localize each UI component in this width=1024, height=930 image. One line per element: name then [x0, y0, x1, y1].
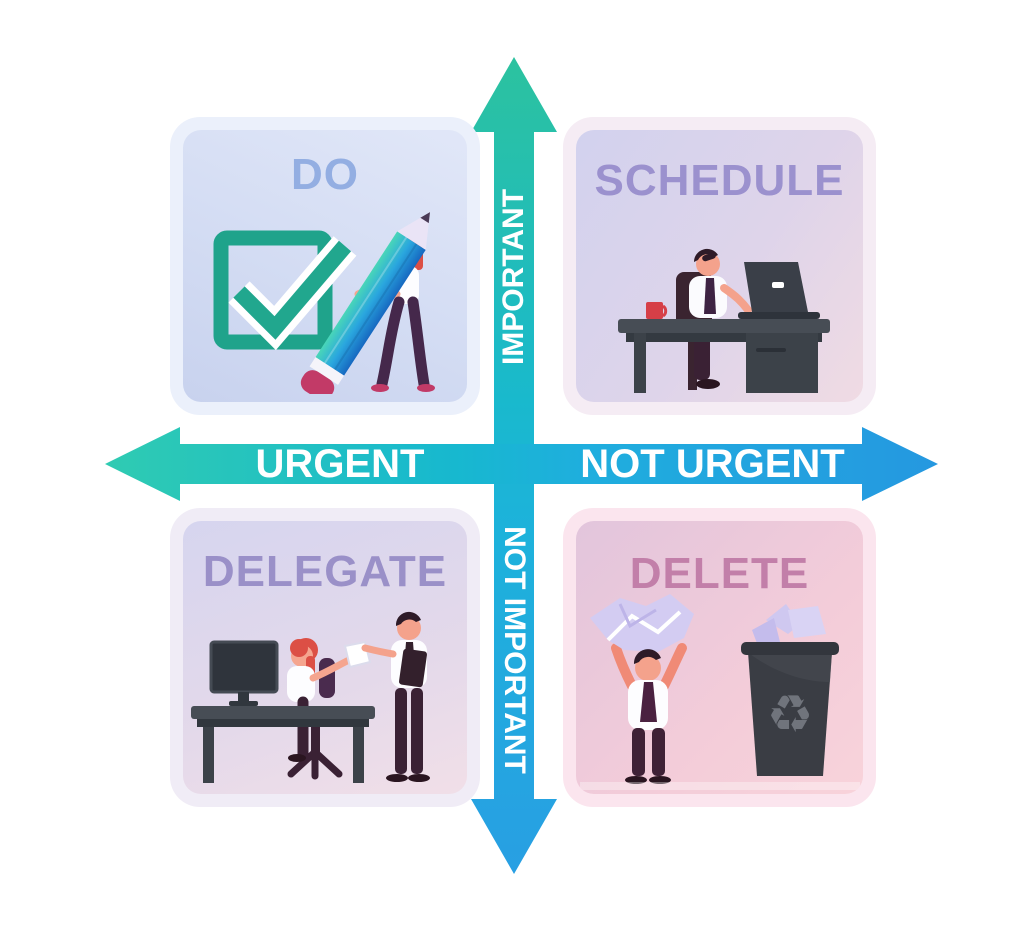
quadrant-delete-title: DELETE	[629, 549, 810, 598]
desk-icon	[617, 319, 830, 393]
quadrant-do-panel: DO	[183, 130, 467, 402]
quadrant-delete: DELETE	[563, 508, 876, 807]
quadrant-do: DO	[170, 117, 480, 415]
laptop-icon	[737, 262, 820, 319]
man-lifting-figure	[589, 594, 694, 784]
mug-icon	[645, 302, 667, 319]
axis-label-not-urgent: NOT URGENT	[580, 442, 845, 486]
axis-label-urgent: URGENT	[255, 442, 425, 486]
standing-man-figure	[361, 611, 430, 782]
delete-illustration: ♻	[579, 594, 860, 790]
quadrant-delegate-panel: DELEGATE	[183, 521, 467, 794]
axis-label-important: IMPORTANT	[497, 188, 530, 366]
quadrant-delegate: DELEGATE	[170, 508, 480, 807]
crumpled-paper-icon	[589, 594, 694, 652]
recycle-icon: ♻	[766, 685, 813, 745]
do-illustration	[213, 212, 435, 394]
schedule-illustration	[617, 248, 830, 393]
quadrant-schedule-panel: SCHEDULE	[576, 130, 863, 402]
man-figure	[688, 248, 752, 389]
quadrant-delete-panel: DELETE	[576, 521, 863, 794]
quadrant-schedule-title: SCHEDULE	[594, 156, 845, 205]
quadrant-do-title: DO	[291, 150, 359, 199]
pencil-icon	[300, 212, 430, 394]
axis-label-not-important: NOT IMPORTANT	[498, 526, 531, 774]
desk-icon	[191, 706, 375, 783]
recycle-bin-icon: ♻	[740, 604, 839, 776]
checkbox-icon	[213, 230, 357, 351]
monitor-icon	[209, 640, 279, 706]
floor-strip	[579, 782, 860, 790]
quadrant-delegate-title: DELEGATE	[202, 547, 448, 596]
quadrant-schedule: SCHEDULE	[563, 117, 876, 415]
delegate-illustration	[191, 611, 430, 783]
